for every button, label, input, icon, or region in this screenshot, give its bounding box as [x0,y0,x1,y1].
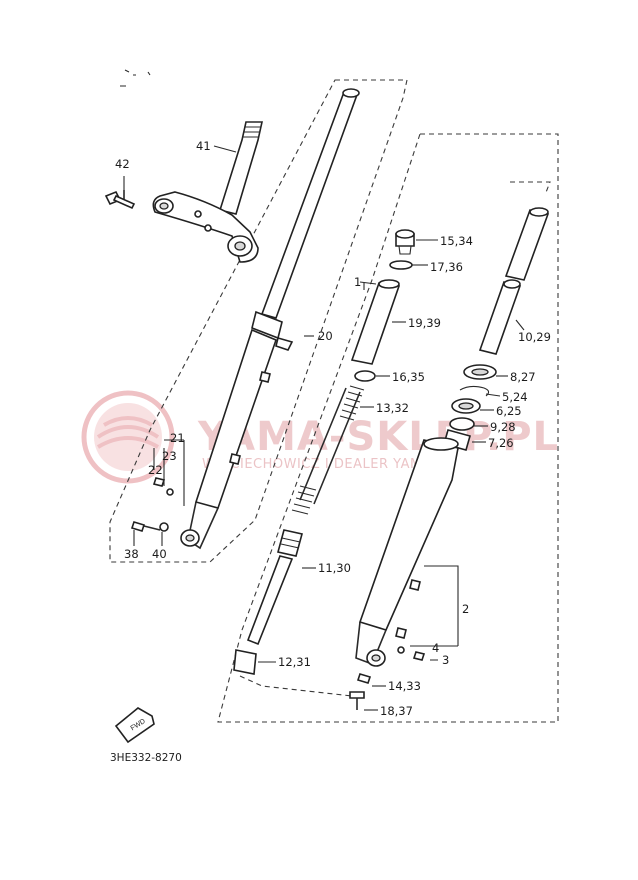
label-22: 22 [148,463,163,477]
cap-bolt-15 [395,229,415,255]
label-19: 19,39 [408,316,441,330]
watermark-title: YAMA-SKLEP.PL [197,414,559,460]
label-11: 11,30 [318,561,351,575]
label-20: 20 [318,329,333,343]
watermark-subtitle: WOJCIECHOWICZ I DEALER YAMAHA [202,457,451,472]
right-inner-tube-10 [478,207,550,355]
label-15: 15,34 [440,234,473,248]
inner-tube-bracket [239,181,551,697]
right-fork-boundary [217,133,559,723]
label-5: 5,24 [502,390,528,404]
label-10: 10,29 [518,330,551,344]
spacer-19 [350,279,401,365]
rod-seat-12 [233,649,257,675]
label-12: 12,31 [278,655,311,669]
label-14: 14,33 [388,679,421,693]
label-16: 16,35 [392,370,425,384]
label-1: 1 [354,275,361,289]
label-21: 21 [170,431,185,445]
bolt-42 [104,190,136,210]
scan-marks [120,69,151,87]
damper-rod-11 [246,529,303,646]
label-4: 4 [432,641,439,655]
label-17: 17,36 [430,260,463,274]
fwd-arrow: FWD [114,707,155,744]
label-2: 2 [462,602,469,616]
leader-lines [123,145,525,711]
label-40: 40 [152,547,167,561]
fork-spring-13 [291,385,365,515]
label-9: 9,28 [490,420,516,434]
label-3: 3 [442,653,449,667]
label-41: 41 [196,139,211,153]
right-outer-tube-2 [355,437,459,667]
small-bolts-left [130,477,174,532]
label-18: 18,37 [380,704,413,718]
label-7: 7,26 [488,436,514,450]
label-6: 6,25 [496,404,522,418]
callout-labels: 41 42 20 21 23 22 38 40 15,34 17,36 1 19… [115,139,551,718]
label-8: 8,27 [510,370,536,384]
small-bolts-right [349,646,426,710]
steering-stem-41 [152,121,263,263]
left-fork-assembly-20 [180,88,360,550]
washer-16 [354,370,376,382]
label-23: 23 [162,449,177,463]
label-38: 38 [124,547,139,561]
diagram-code: 3HE332-8270 [110,752,182,764]
label-13: 13,32 [376,401,409,415]
o-ring-17 [389,260,413,270]
label-42: 42 [115,157,130,171]
